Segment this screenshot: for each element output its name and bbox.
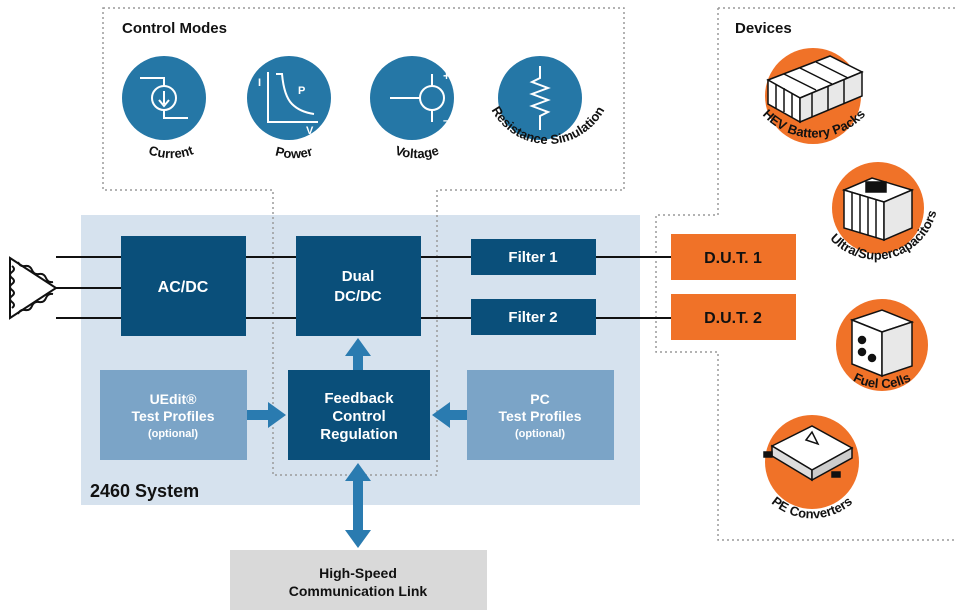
- dut1-label: D.U.T. 1: [704, 250, 762, 267]
- dut2-label: D.U.T. 2: [704, 310, 762, 327]
- link-bidirectional-arrow: [345, 463, 371, 548]
- devices-outline: [655, 7, 955, 541]
- link-label-line2: Communication Link: [289, 583, 428, 599]
- acdc-block: [121, 236, 246, 336]
- arrows: [247, 338, 467, 548]
- current-label: Current: [147, 142, 196, 161]
- pc-label-line2: Test Profiles: [499, 408, 582, 424]
- pe-device: PE Converters: [763, 415, 859, 521]
- power-mode: I P V Power: [247, 56, 331, 161]
- power-axis-p: P: [298, 85, 305, 97]
- power-lines: [56, 256, 671, 319]
- uedit-label-line1: UEdit®: [150, 391, 198, 407]
- system-label: 2460 System: [90, 481, 199, 501]
- fuelcell-label: Fuel Cells: [851, 370, 913, 392]
- uedit-to-feedback-arrow: [247, 402, 286, 428]
- filter2-label: Filter 2: [508, 309, 557, 326]
- dcdc-label-line1: Dual: [342, 268, 375, 285]
- svg-text:Fuel Cells: Fuel Cells: [851, 370, 913, 392]
- resistance-mode: Resistance Simulation: [489, 56, 607, 147]
- fuelcell-device: Fuel Cells: [836, 299, 928, 391]
- voltage-source-icon: [390, 74, 445, 122]
- voltage-label: Voltage: [393, 143, 440, 162]
- svg-text:Current: Current: [147, 142, 196, 161]
- dut2-box: [671, 294, 796, 340]
- filter1-block: [471, 239, 596, 275]
- svg-text:Power: Power: [274, 144, 314, 162]
- hev-device: HEV Battery Packs: [760, 48, 868, 144]
- ultracap-device: Ultra/Supercapacitors: [828, 162, 939, 263]
- power-axis-i: I: [258, 77, 261, 89]
- resistor-icon: [529, 66, 551, 130]
- feedback-label-line1: Feedback: [324, 390, 394, 407]
- feedback-block: [288, 370, 430, 460]
- battery-pack-icon: [766, 55, 864, 124]
- filter1-label: Filter 1: [508, 249, 557, 266]
- voltage-plus: +: [443, 69, 450, 83]
- link-box: [230, 550, 487, 610]
- supercapacitor-icon: [841, 177, 915, 242]
- dcdc-label-line2: DC/DC: [334, 288, 382, 305]
- dcdc-block: [296, 236, 421, 336]
- power-curve-icon: [267, 72, 318, 123]
- three-phase-input-icon: [9, 256, 58, 320]
- pc-label-line3: (optional): [515, 428, 565, 440]
- fuel-cell-icon: [849, 309, 915, 378]
- acdc-label: AC/DC: [158, 279, 209, 296]
- voltage-minus: –: [443, 113, 450, 127]
- feedback-label-line2: Control: [332, 408, 385, 425]
- power-label: Power: [274, 144, 314, 162]
- pc-block: [467, 370, 614, 460]
- voltage-mode: + – Voltage: [370, 56, 454, 161]
- uedit-label-line2: Test Profiles: [132, 408, 215, 424]
- pc-label-line1: PC: [530, 391, 549, 407]
- power-axis-v: V: [306, 125, 314, 137]
- feedback-to-dcdc-arrow: [345, 338, 371, 370]
- svg-text:Voltage: Voltage: [393, 143, 440, 162]
- devices-title: Devices: [735, 20, 792, 37]
- pc-to-feedback-arrow: [432, 402, 467, 428]
- uedit-label-line3: (optional): [148, 428, 198, 440]
- current-mode: Current: [122, 56, 206, 161]
- feedback-label-line3: Regulation: [320, 426, 398, 443]
- filter2-block: [471, 299, 596, 335]
- current-source-icon: [140, 77, 188, 119]
- control-modes-outline: [102, 7, 625, 476]
- uedit-block: [100, 370, 247, 460]
- link-label-line1: High-Speed: [319, 565, 397, 581]
- control-modes-title: Control Modes: [122, 20, 227, 37]
- dut1-box: [671, 234, 796, 280]
- pe-converter-icon: [763, 425, 854, 482]
